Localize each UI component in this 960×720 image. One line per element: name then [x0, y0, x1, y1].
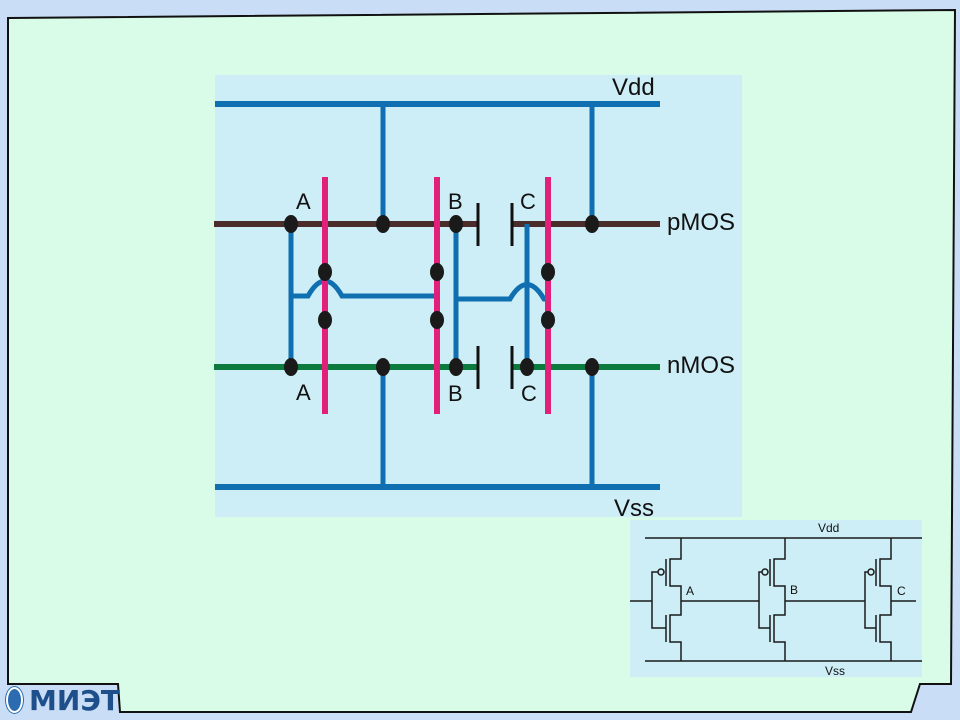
- schematic-background: [630, 520, 922, 677]
- cmos-layout: Vdd Vss pMOS nMOS A B C A B C: [214, 74, 742, 522]
- contact: [284, 358, 298, 376]
- logo-text: МИЭТ: [29, 683, 120, 717]
- contact: [585, 358, 599, 376]
- contact: [541, 263, 555, 281]
- label-input-top: C: [520, 189, 536, 214]
- schematic-stage-c: [864, 538, 895, 661]
- label-vdd: Vdd: [612, 74, 655, 101]
- schematic-label-input: C: [897, 584, 906, 598]
- label-nmos: nMOS: [667, 352, 735, 379]
- contact: [430, 263, 444, 281]
- schematic-label-input: A: [686, 584, 694, 598]
- contact: [430, 311, 444, 329]
- contact: [376, 358, 390, 376]
- contact: [449, 215, 463, 233]
- contact: [318, 311, 332, 329]
- contact: [284, 215, 298, 233]
- contact: [449, 358, 463, 376]
- logo: МИЭТ: [4, 683, 120, 717]
- schematic-label-vdd: Vdd: [818, 521, 839, 535]
- label-input-top: B: [448, 189, 463, 214]
- schematic-label-input: B: [790, 583, 798, 597]
- contact: [318, 263, 332, 281]
- contact: [541, 311, 555, 329]
- label-input-bottom: B: [448, 381, 463, 406]
- schematic-label-vss: Vss: [825, 664, 845, 678]
- contact: [376, 215, 390, 233]
- logo-emblem-icon: [6, 687, 24, 713]
- schematic-stage-a: [651, 538, 759, 661]
- contacts: [284, 215, 599, 376]
- label-input-bottom: A: [296, 380, 311, 405]
- cmos-schematic: Vdd Vss A B C: [630, 520, 922, 678]
- label-input-top: A: [296, 189, 311, 214]
- contact: [520, 358, 534, 376]
- label-input-bottom: C: [521, 381, 537, 406]
- label-vss: Vss: [614, 495, 654, 522]
- label-pmos: pMOS: [667, 209, 735, 236]
- contact: [585, 215, 599, 233]
- metal-crossover: [456, 282, 548, 302]
- schematic-stage-b: [758, 538, 865, 661]
